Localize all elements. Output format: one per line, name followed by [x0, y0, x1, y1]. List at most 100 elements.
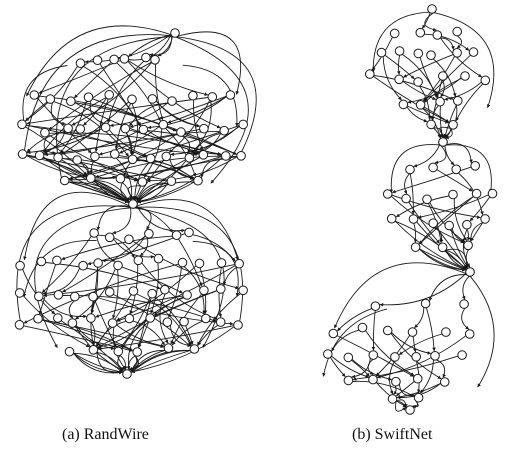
- swiftnet-node: [435, 96, 445, 107]
- randwire-node: [216, 258, 227, 268]
- swiftnet-edge: [469, 196, 491, 222]
- randwire-edge: [197, 293, 241, 346]
- randwire-edge: [136, 293, 192, 346]
- swiftnet-edge: [424, 33, 470, 51]
- randwire-edge: [22, 240, 97, 298]
- swiftnet-node: [413, 77, 423, 87]
- randwire-edge: [48, 61, 152, 131]
- swiftnet-edge: [371, 11, 430, 73]
- randwire-node: [127, 94, 137, 105]
- randwire-node: [40, 127, 50, 138]
- randwire-edge: [175, 36, 249, 184]
- randwire-edge: [74, 102, 237, 155]
- swiftnet-edge: [418, 196, 474, 245]
- randwire-node: [104, 287, 115, 297]
- randwire-edge: [134, 207, 152, 230]
- swiftnet-node: [415, 27, 426, 38]
- randwire-node: [194, 258, 205, 269]
- swiftnet-edge: [440, 37, 483, 78]
- swiftnet-edge: [391, 195, 465, 244]
- randwire-edge: [128, 60, 209, 96]
- randwire-node: [132, 347, 142, 357]
- swiftnet-node: [376, 47, 387, 58]
- swiftnet-node: [487, 188, 498, 199]
- randwire-edge: [136, 156, 201, 202]
- swiftnet-edge: [425, 307, 436, 352]
- randwire-edge: [25, 126, 88, 176]
- swiftnet-edge: [408, 201, 440, 244]
- swiftnet-edge: [392, 166, 472, 194]
- randwire-edge: [138, 321, 150, 348]
- swiftnet-node: [428, 218, 439, 228]
- swiftnet-edge: [398, 384, 415, 398]
- randwire-node: [176, 127, 186, 137]
- randwire-node: [120, 123, 131, 134]
- randwire-edge: [119, 131, 221, 154]
- swiftnet-edge: [413, 144, 441, 168]
- randwire-edge: [73, 352, 123, 375]
- randwire-edge: [83, 97, 107, 126]
- swiftnet-edge: [461, 275, 470, 300]
- randwire-node: [122, 369, 132, 379]
- swiftnet-node: [343, 375, 354, 386]
- randwire-edge: [68, 181, 129, 203]
- randwire-node: [66, 96, 76, 106]
- randwire-node: [238, 285, 248, 296]
- randwire-edge: [154, 296, 192, 346]
- randwire-edge: [167, 96, 227, 124]
- randwire-node: [64, 346, 75, 357]
- randwire-edge: [182, 135, 191, 154]
- swiftnet-node: [422, 194, 432, 205]
- randwire-node: [145, 313, 155, 323]
- swiftnet-node: [441, 327, 451, 337]
- swiftnet-edge: [365, 330, 415, 376]
- swiftnet-edge: [379, 273, 467, 307]
- randwire-node: [158, 119, 169, 130]
- randwire-node: [36, 256, 47, 267]
- swiftnet-edge: [396, 382, 441, 399]
- randwire-edge: [22, 65, 68, 127]
- randwire-node: [75, 58, 86, 69]
- swiftnet-node: [357, 322, 368, 333]
- randwire-node: [17, 149, 28, 159]
- swiftnet-node: [465, 267, 475, 277]
- randwire-edge: [26, 155, 87, 178]
- swiftnet-edge: [403, 54, 454, 78]
- swiftnet-edge: [414, 307, 425, 328]
- swiftnet-edge: [433, 12, 495, 109]
- swiftnet-node: [457, 350, 467, 360]
- swiftnet-edge: [382, 56, 402, 101]
- randwire-node: [110, 149, 120, 159]
- randwire-node: [128, 286, 139, 296]
- randwire-edge: [139, 237, 149, 257]
- swiftnet-node: [452, 48, 462, 58]
- swiftnet-node: [413, 392, 424, 403]
- randwire-node: [72, 155, 82, 165]
- randwire-node: [34, 150, 45, 161]
- randwire-graph: [14, 25, 257, 379]
- randwire-node: [127, 154, 138, 165]
- randwire-edge: [128, 34, 172, 57]
- randwire-node: [63, 123, 73, 134]
- swiftnet-node: [428, 162, 438, 173]
- randwire-edge: [154, 290, 217, 317]
- swiftnet-node: [432, 30, 443, 40]
- randwire-node: [124, 313, 135, 324]
- randwire-edge: [62, 294, 217, 322]
- randwire-node: [124, 234, 134, 245]
- randwire-node: [119, 54, 130, 64]
- randwire-edge: [96, 351, 124, 372]
- swiftnet-node: [391, 376, 401, 387]
- swiftnet-edge: [446, 143, 473, 164]
- swiftnet-node: [426, 119, 436, 130]
- randwire-edge: [150, 262, 159, 314]
- randwire-edge: [45, 262, 161, 290]
- randwire-edge: [25, 101, 48, 122]
- randwire-edge: [112, 207, 132, 235]
- swiftnet-edge: [422, 12, 431, 29]
- randwire-node: [14, 288, 25, 298]
- swiftnet-node: [328, 328, 339, 339]
- randwire-node: [70, 291, 80, 302]
- swiftnet-node: [411, 352, 422, 362]
- swiftnet-node: [437, 242, 448, 253]
